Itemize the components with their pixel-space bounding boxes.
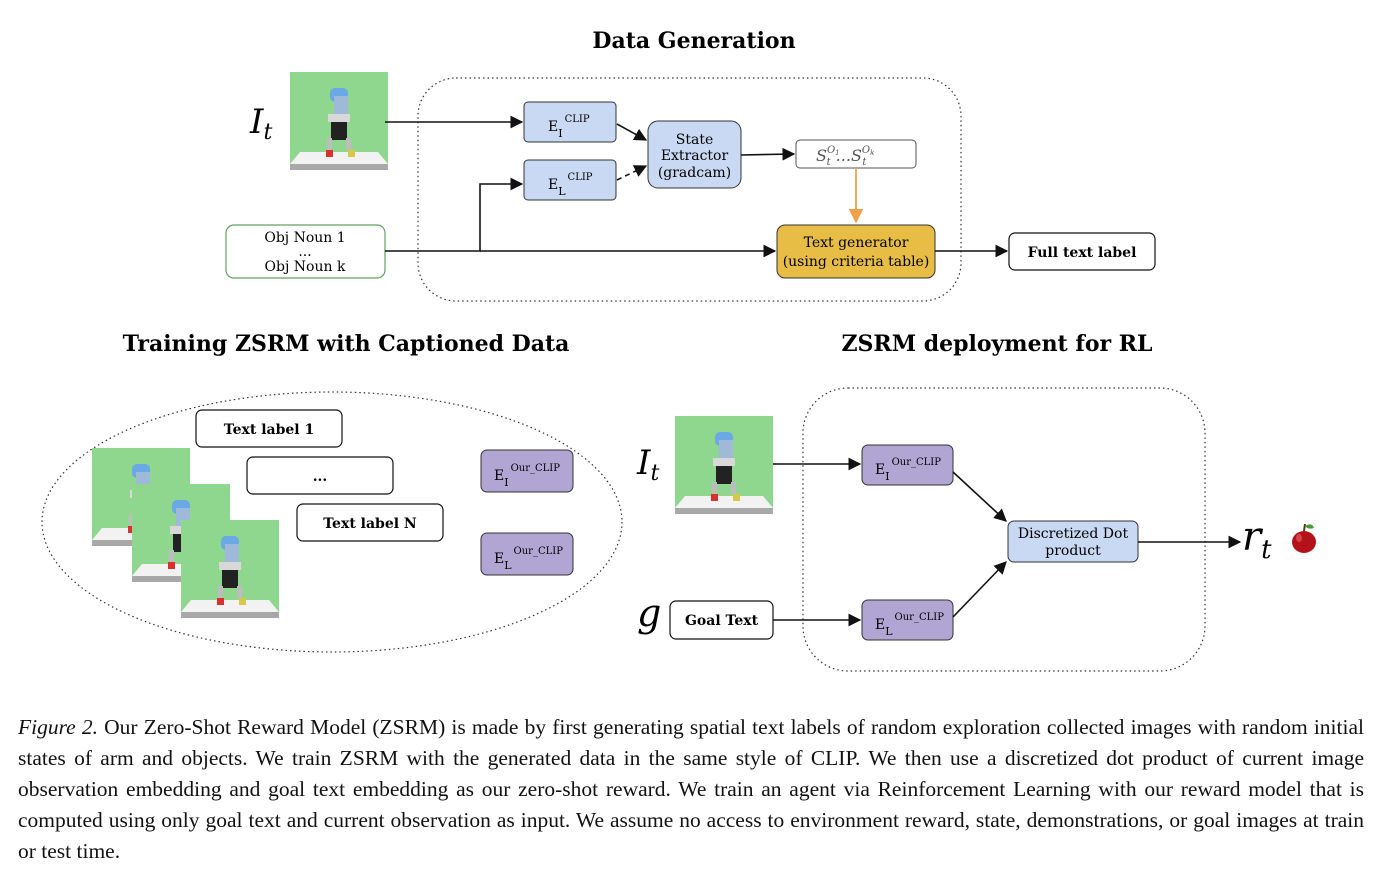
text-generator-label-2: (using criteria table) (783, 254, 930, 270)
robot-scene-image (290, 72, 388, 170)
deploy-image-encoder-label: EIOur_CLIP (875, 457, 941, 483)
caption-text: Our Zero-Shot Reward Model (ZSRM) is mad… (18, 715, 1364, 863)
clip-image-encoder-box (523, 101, 617, 143)
data-generation-region (417, 77, 962, 302)
object-noun-first: Obj Noun 1 (264, 230, 345, 246)
text-generator-box (776, 224, 936, 279)
training-region (41, 391, 623, 653)
goal-symbol: g (637, 591, 661, 635)
our-clip-text-encoder-label: ELOur_CLIP (494, 546, 563, 572)
object-noun-last: Obj Noun k (265, 259, 346, 275)
state-extractor-label-1: State (676, 132, 713, 148)
apple-icon (1292, 523, 1316, 553)
deploy-text-encoder-box (861, 599, 954, 641)
our-clip-image-encoder-box (480, 449, 574, 493)
deploy-image-encoder-box (861, 444, 954, 486)
text-label-box-ellipsis (246, 456, 394, 495)
text-label-first: Text label 1 (224, 422, 314, 438)
clip-text-encoder-box (523, 159, 617, 201)
image-observation-symbol: It (249, 102, 272, 145)
object-noun-ellipsis: ... (298, 244, 311, 260)
figure-diagram: Data Generation It EICLIP ELCLIP State E… (41, 28, 1316, 672)
goal-text-label: Goal Text (685, 613, 759, 629)
reward-symbol: rt (1242, 514, 1272, 565)
training-title: Training ZSRM with Captioned Data (123, 331, 570, 357)
deployment-region (802, 387, 1206, 672)
full-text-label: Full text label (1028, 245, 1137, 261)
text-label-box-first (195, 409, 343, 448)
state-extractor-label-2: Extractor (661, 148, 729, 164)
our-clip-text-encoder-box (480, 532, 574, 576)
deploy-text-encoder-label: ELOur_CLIP (875, 612, 944, 638)
full-text-label-box (1008, 232, 1156, 271)
figure-caption: Figure 2. Our Zero-Shot Reward Model (ZS… (18, 712, 1364, 867)
dot-product-label-1: Discretized Dot (1018, 526, 1129, 542)
deployment-arrows (773, 457, 1242, 627)
text-label-ellipsis: ... (313, 469, 328, 485)
deployment-title: ZSRM deployment for RL (841, 331, 1152, 357)
dot-product-label-2: product (1045, 543, 1101, 559)
caption-figure-label: Figure 2. (18, 715, 98, 739)
deployment-image-symbol: It (636, 443, 659, 486)
text-label-last: Text label N (323, 516, 417, 532)
clip-text-encoder-label: ELCLIP (548, 172, 593, 198)
state-extractor-label-3: (gradcam) (658, 165, 731, 181)
data-generation-arrows (385, 115, 1009, 258)
deployment-robot-scene-image (675, 416, 773, 514)
our-clip-image-encoder-label: EIOur_CLIP (494, 463, 560, 489)
text-label-box-last (296, 503, 444, 542)
clip-image-encoder-label: EICLIP (548, 114, 590, 140)
data-generation-title: Data Generation (592, 28, 795, 54)
text-generator-label-1: Text generator (804, 235, 909, 251)
